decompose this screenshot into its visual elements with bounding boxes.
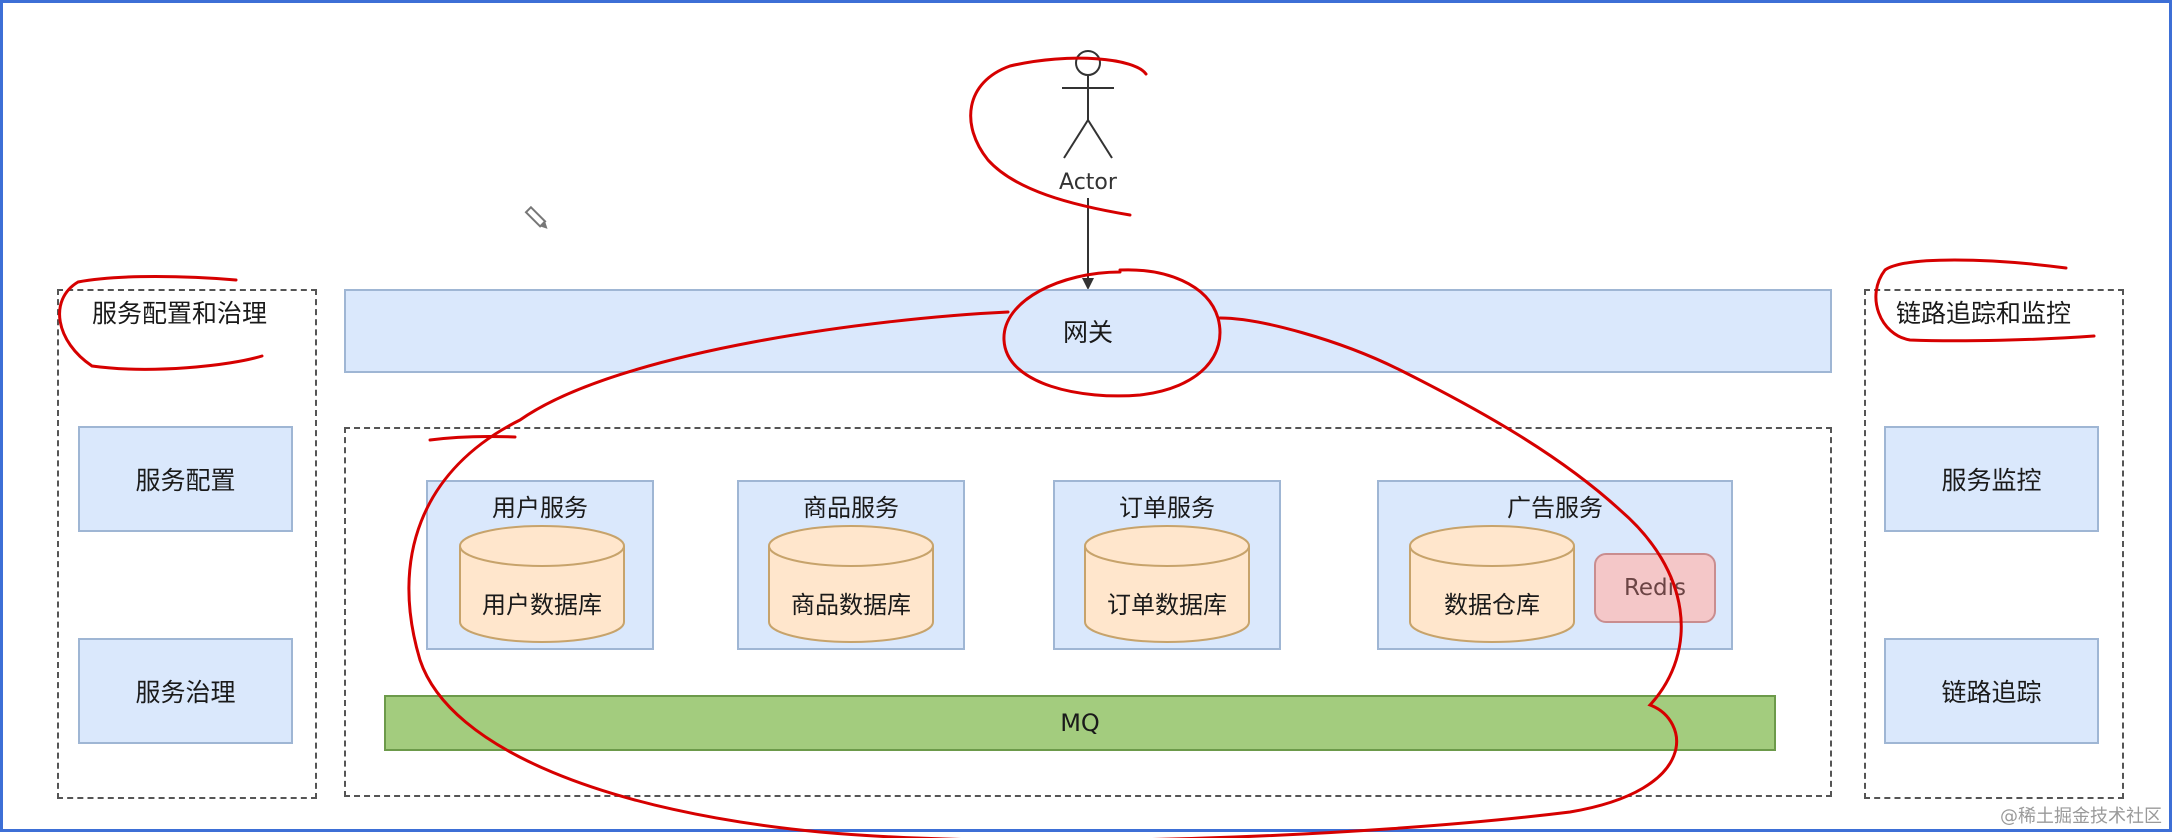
product-service-label: 商品服务 xyxy=(803,494,899,522)
left-panel-title: 服务配置和治理 xyxy=(92,299,268,328)
user-service-label: 用户服务 xyxy=(492,494,588,522)
trace-label: 链路追踪 xyxy=(1941,678,2042,707)
mq-label: MQ xyxy=(1060,709,1100,737)
product-db-cylinder: 商品数据库 xyxy=(767,524,935,644)
actor-label: Actor xyxy=(1059,170,1117,195)
user-db-label: 用户数据库 xyxy=(482,591,602,619)
redis-box[interactable]: Redis xyxy=(1594,553,1716,623)
watermark: @稀土掘金技术社区 xyxy=(2000,806,2162,827)
service-governance-box[interactable]: 服务治理 xyxy=(78,638,293,744)
ad-service-label: 广告服务 xyxy=(1507,494,1603,522)
redis-label: Redis xyxy=(1623,575,1687,601)
gateway-box[interactable]: 网关 xyxy=(344,289,1832,373)
product-db-label: 商品数据库 xyxy=(791,591,911,619)
database-icon xyxy=(1409,525,1575,643)
database-icon xyxy=(1084,525,1250,643)
data-warehouse-label: 数据仓库 xyxy=(1444,591,1540,619)
order-db-cylinder: 订单数据库 xyxy=(1083,524,1251,644)
user-db-cylinder: 用户数据库 xyxy=(458,524,626,644)
service-config-box[interactable]: 服务配置 xyxy=(78,426,293,532)
order-service-label: 订单服务 xyxy=(1119,494,1215,522)
data-warehouse-cylinder: 数据仓库 xyxy=(1408,524,1576,644)
database-icon xyxy=(768,525,934,643)
database-icon xyxy=(459,525,625,643)
gateway-label: 网关 xyxy=(1062,318,1113,347)
service-monitor-box[interactable]: 服务监控 xyxy=(1884,426,2099,532)
order-db-label: 订单数据库 xyxy=(1107,591,1227,619)
trace-box[interactable]: 链路追踪 xyxy=(1884,638,2099,744)
mq-bar[interactable]: MQ xyxy=(384,695,1776,751)
service-governance-label: 服务治理 xyxy=(135,678,236,707)
right-panel-title: 链路追踪和监控 xyxy=(1896,299,2072,328)
service-monitor-label: 服务监控 xyxy=(1941,466,2042,495)
service-config-label: 服务配置 xyxy=(135,466,236,495)
